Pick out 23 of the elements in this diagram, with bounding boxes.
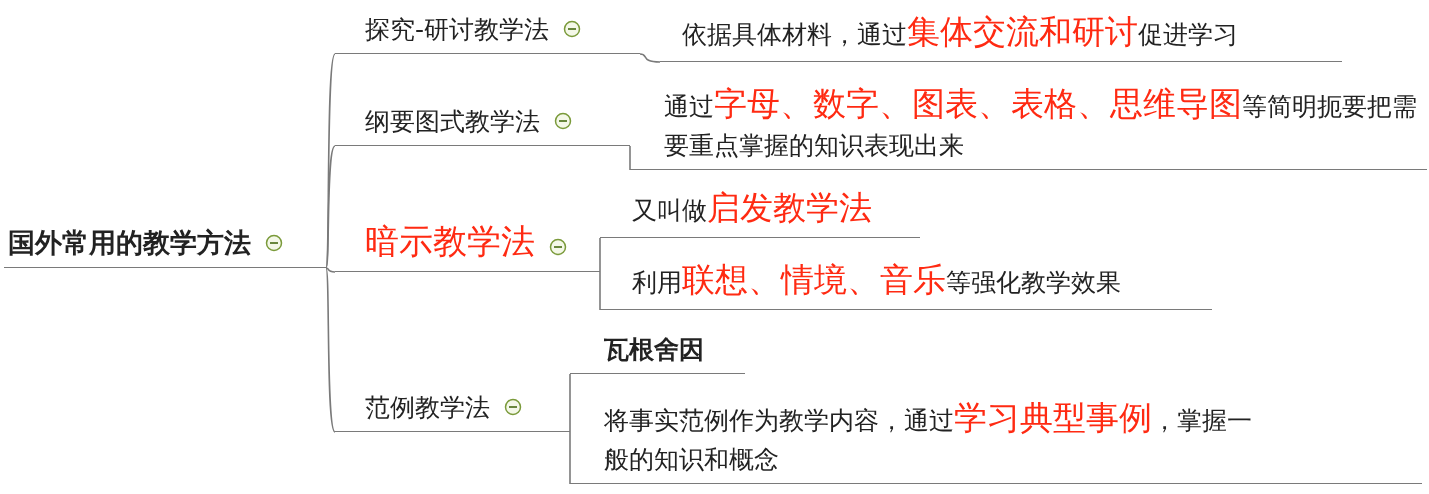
topic-text: 利用联想、情境、音乐等强化教学效果: [632, 259, 1121, 302]
connector-line: [639, 53, 661, 63]
topic-text: 通过字母、数字、图表、表格、思维导图等简明扼要把需要重点掌握的知识表现出来: [664, 82, 1418, 162]
connector-line: [569, 373, 571, 433]
connector-line: [325, 267, 336, 433]
topic-underline: [600, 188, 920, 238]
connector-line: [325, 145, 336, 269]
connector-line: [599, 237, 601, 273]
connector-line: [629, 145, 631, 171]
topic-text: 范例教学法: [365, 391, 490, 424]
topic-text: 暗示教学法: [365, 219, 535, 263]
topic-text: 探究-研讨教学法: [365, 13, 550, 46]
topic-underline: [600, 260, 1212, 310]
connector-line: [325, 267, 336, 273]
topic-text: 纲要图式教学法: [365, 105, 540, 138]
topic-underline: [660, 12, 1342, 62]
topic-text: 瓦根舍因: [604, 333, 704, 366]
connector-line: [569, 431, 571, 485]
topic-text: 国外常用的教学方法: [8, 225, 251, 260]
topic-text: 将事实范例作为教学内容，通过学习典型事例，掌握一般的知识和概念: [604, 396, 1252, 476]
connector-line: [599, 271, 601, 311]
topic-text: 依据具体材料，通过集体交流和研讨促进学习: [682, 11, 1238, 54]
topic-text: 又叫做启发教学法: [632, 187, 872, 230]
